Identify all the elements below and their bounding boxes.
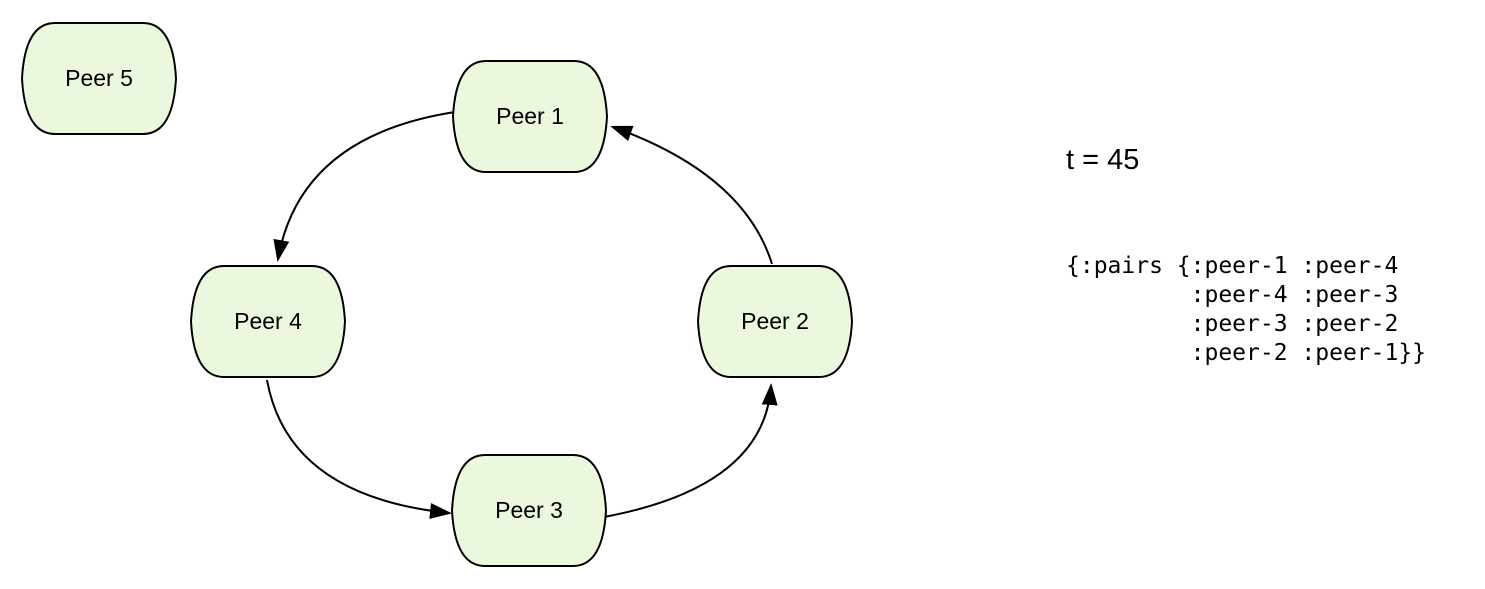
node-peer-3: Peer 3 bbox=[450, 454, 608, 567]
node-shape bbox=[20, 22, 178, 135]
node-peer-4: Peer 4 bbox=[189, 265, 347, 378]
edge-peer-2-to-peer-1 bbox=[610, 125, 773, 265]
time-label: t = 45 bbox=[1066, 144, 1140, 176]
pairs-code-block: {:pairs {:peer-1 :peer-4 :peer-4 :peer-3… bbox=[1066, 253, 1427, 366]
edge-peer-1-to-peer-4 bbox=[273, 111, 456, 262]
node-label-peer-4: Peer 4 bbox=[234, 308, 302, 334]
node-shape bbox=[696, 265, 854, 378]
node-peer-1: Peer 1 bbox=[451, 60, 609, 173]
node-shape bbox=[450, 454, 608, 567]
node-label-peer-3: Peer 3 bbox=[495, 497, 563, 523]
node-label-peer-2: Peer 2 bbox=[741, 308, 809, 334]
node-label-peer-5: Peer 5 bbox=[65, 65, 133, 91]
edge-peer-4-to-peer-3 bbox=[266, 379, 452, 519]
node-peer-5: Peer 5 bbox=[20, 22, 178, 135]
edge-peer-3-to-peer-2 bbox=[603, 383, 778, 518]
node-peer-2: Peer 2 bbox=[696, 265, 854, 378]
ring-edges bbox=[266, 111, 778, 519]
node-label-peer-1: Peer 1 bbox=[496, 103, 564, 129]
node-shape bbox=[451, 60, 609, 173]
node-shape bbox=[189, 265, 347, 378]
